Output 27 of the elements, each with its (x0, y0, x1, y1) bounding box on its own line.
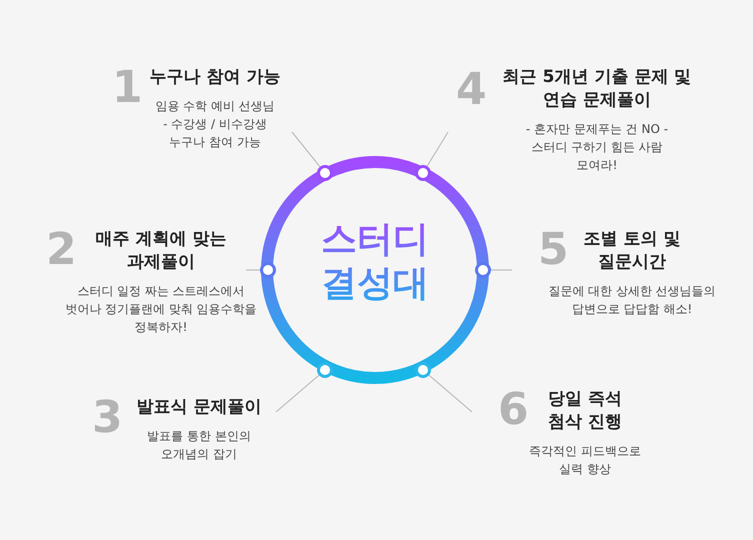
leader-line (292, 132, 320, 168)
feature-heading: 조별 토의 및 질문시간 (582, 228, 682, 274)
ring-dot (415, 362, 431, 378)
leader-line (428, 374, 472, 412)
feature-description: 임용 수학 예비 선생님 - 수강생 / 비수강생 누구나 참여 가능 (154, 98, 276, 151)
feature-description: - 혼자만 문제푸는 건 NO - 스터디 구하기 힘든 사람 모여라! (524, 121, 670, 174)
feature-description: 스터디 일정 짜는 스트레스에서 벗어나 정기플랜에 맞춰 임용수학을 정복하자! (64, 283, 258, 336)
step-number: 5 (538, 228, 569, 272)
leader-line (276, 374, 320, 412)
feature-description: 발표를 통한 본인의 오개념의 잡기 (146, 428, 252, 463)
step-number: 3 (92, 396, 123, 440)
feature-heading: 누구나 참여 가능 (148, 66, 282, 89)
ring-dot (475, 262, 491, 278)
leader-line (426, 132, 448, 167)
feature-description: 즉각적인 피드백으로 실력 향상 (528, 443, 642, 478)
feature-heading: 당일 즉석 첨삭 진행 (547, 388, 623, 434)
feature-heading: 최근 5개년 기출 문제 및 연습 문제풀이 (502, 66, 692, 112)
feature-heading: 매주 계획에 맞는 과제풀이 (94, 228, 228, 274)
ring-dot (415, 165, 431, 181)
ring-dot (317, 165, 333, 181)
feature-description: 질문에 대한 상세한 선생님들의 답변으로 답답함 해소! (547, 283, 717, 318)
feature-heading: 발표식 문제풀이 (136, 396, 262, 419)
step-number: 6 (498, 388, 529, 432)
step-number: 1 (112, 66, 143, 110)
step-number: 2 (46, 228, 77, 272)
ring-dot (260, 262, 276, 278)
step-number: 4 (456, 68, 487, 112)
